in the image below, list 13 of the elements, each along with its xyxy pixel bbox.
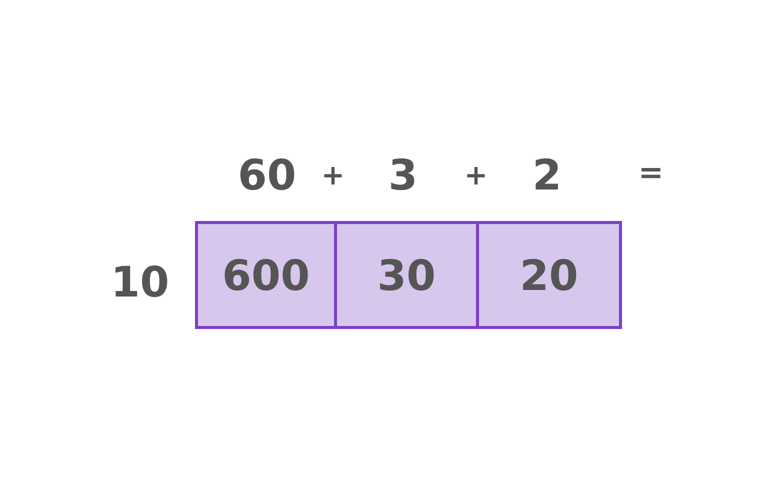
plus-sign: + bbox=[321, 158, 345, 192]
product-value: 600 bbox=[222, 250, 310, 300]
plus-sign: + bbox=[464, 158, 488, 192]
factor-value: 3 bbox=[388, 150, 418, 200]
factor-value: 10 bbox=[110, 258, 170, 306]
product-value: 30 bbox=[377, 250, 436, 300]
area-cell bbox=[334, 221, 479, 329]
factor-value: 60 bbox=[238, 150, 296, 200]
area-cell bbox=[476, 221, 622, 329]
factor-value: 2 bbox=[532, 150, 562, 200]
equals-sign: = bbox=[638, 156, 664, 190]
product-value: 20 bbox=[520, 250, 578, 300]
area-cell bbox=[195, 221, 337, 329]
